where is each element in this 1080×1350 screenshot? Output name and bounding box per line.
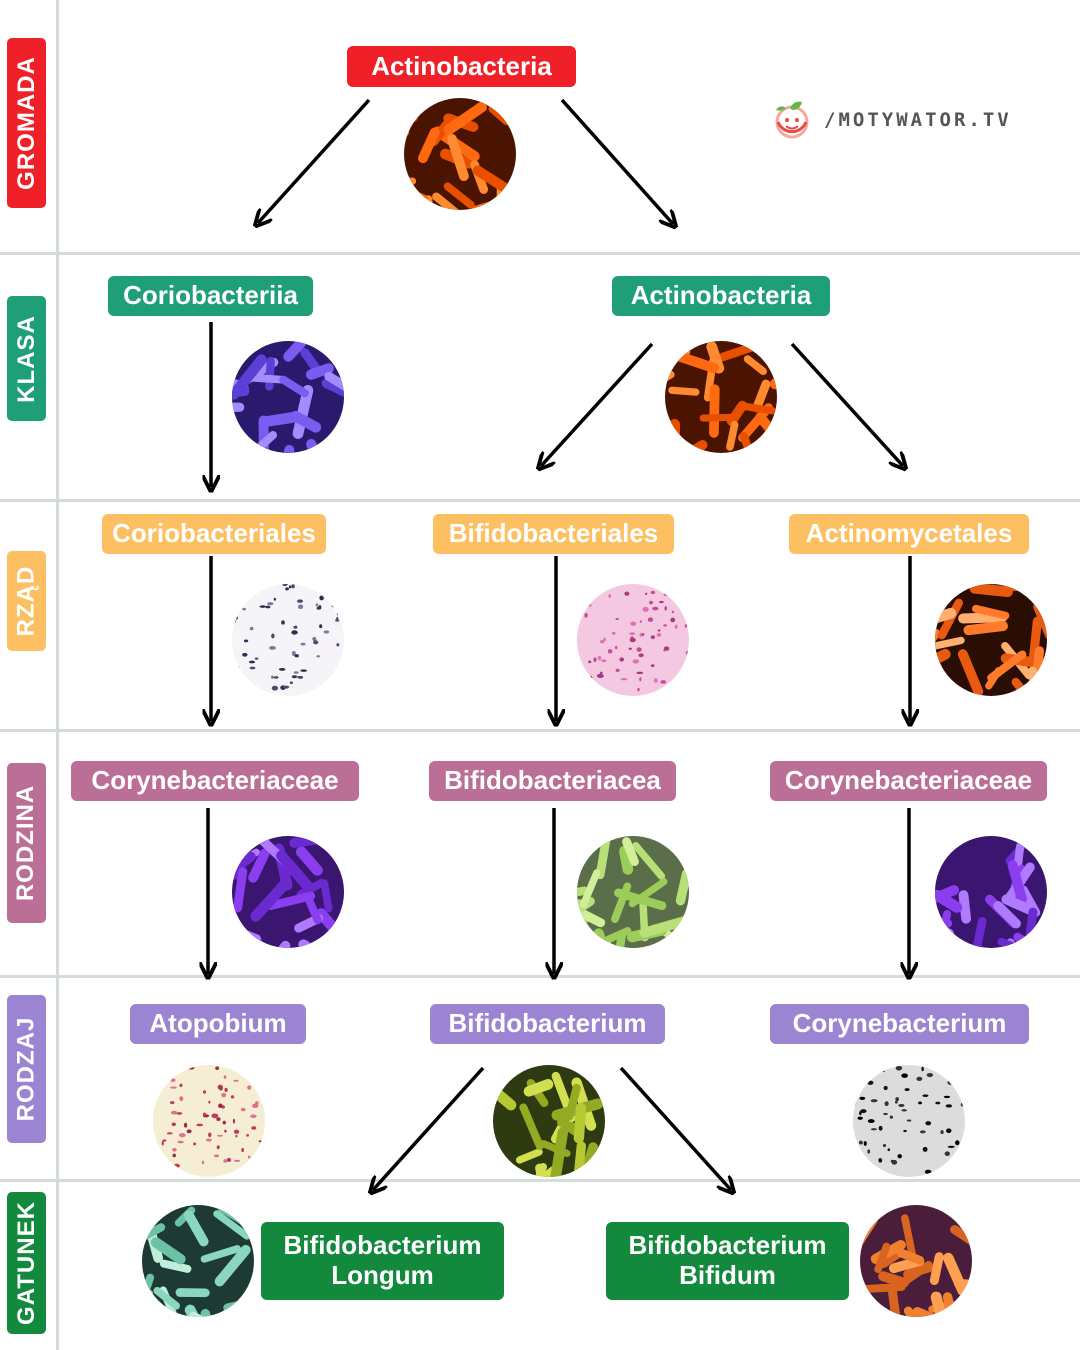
- arrow: [619, 1066, 731, 1190]
- row-separator: [0, 499, 1080, 502]
- stained-smear-micrograph-image: [153, 1065, 265, 1177]
- node-order-actinomycetales: Actinomycetales: [789, 514, 1029, 554]
- violet-rod-bacteria-image: [232, 836, 344, 948]
- violet-rod-bacteria-image-2: [935, 836, 1047, 948]
- node-phylum-actinobacteria: Actinobacteria: [347, 46, 576, 87]
- pink-stained-micrograph-image: [577, 584, 689, 696]
- row-label-gromada: GROMADA: [7, 38, 46, 208]
- teal-rod-bacteria-image: [142, 1205, 254, 1317]
- arrow: [790, 342, 903, 466]
- smiling-face-leaf-icon: [775, 101, 809, 139]
- arrow: [541, 342, 654, 466]
- node-genus-atopobium: Atopobium: [130, 1004, 306, 1044]
- row-label-rodzina: RODZINA: [7, 763, 46, 923]
- orange-purple-rod-bacteria-image: [860, 1205, 972, 1317]
- node-family-corynebacteriaceae-2: Corynebacteriaceae: [770, 761, 1047, 801]
- yellow-green-rod-bacteria-image: [493, 1065, 605, 1177]
- node-family-bifidobacteriacea: Bifidobacteriacea: [429, 761, 676, 801]
- arrow: [258, 98, 371, 223]
- node-class-coriobacteriia: Coriobacteriia: [108, 276, 313, 316]
- row-label-rodzaj: RODZAJ: [7, 995, 46, 1143]
- stained-dots-micrograph-image: [232, 584, 344, 696]
- black-dots-micrograph-image: [853, 1065, 965, 1177]
- green-rod-bacteria-image: [577, 836, 689, 948]
- row-label-gatunek: GATUNEK: [7, 1192, 46, 1334]
- row-label-klasa: KLASA: [7, 296, 46, 421]
- motywator-logo: /MOTYWATOR.TV: [770, 100, 1012, 140]
- row-separator: [0, 252, 1080, 255]
- node-order-coriobacteriales: Coriobacteriales: [102, 514, 326, 554]
- logo-text: /MOTYWATOR.TV: [824, 109, 1012, 131]
- node-genus-bifidobacterium: Bifidobacterium: [430, 1004, 665, 1044]
- node-species-bifidobacterium-longum: Bifidobacterium Longum: [261, 1222, 504, 1300]
- arrow: [373, 1066, 485, 1190]
- node-family-corynebacteriaceae: Corynebacteriaceae: [71, 761, 359, 801]
- row-label-divider: [56, 0, 59, 1350]
- node-class-actinobacteria: Actinobacteria: [612, 276, 830, 316]
- orange-filament-bacteria-image: [935, 584, 1047, 696]
- node-species-bifidobacterium-bifidum: Bifidobacterium Bifidum: [606, 1222, 849, 1300]
- purple-rod-bacteria-image: [232, 341, 344, 453]
- orange-rod-bacteria-image: [404, 98, 516, 210]
- node-genus-corynebacterium: Corynebacterium: [770, 1004, 1029, 1044]
- row-separator: [0, 729, 1080, 732]
- row-label-rzad: RZĄD: [7, 551, 46, 651]
- arrow: [560, 98, 673, 224]
- orange-rod-bacteria-image-2: [665, 341, 777, 453]
- row-separator: [0, 975, 1080, 978]
- row-separator: [0, 1179, 1080, 1182]
- node-order-bifidobacteriales: Bifidobacteriales: [433, 514, 674, 554]
